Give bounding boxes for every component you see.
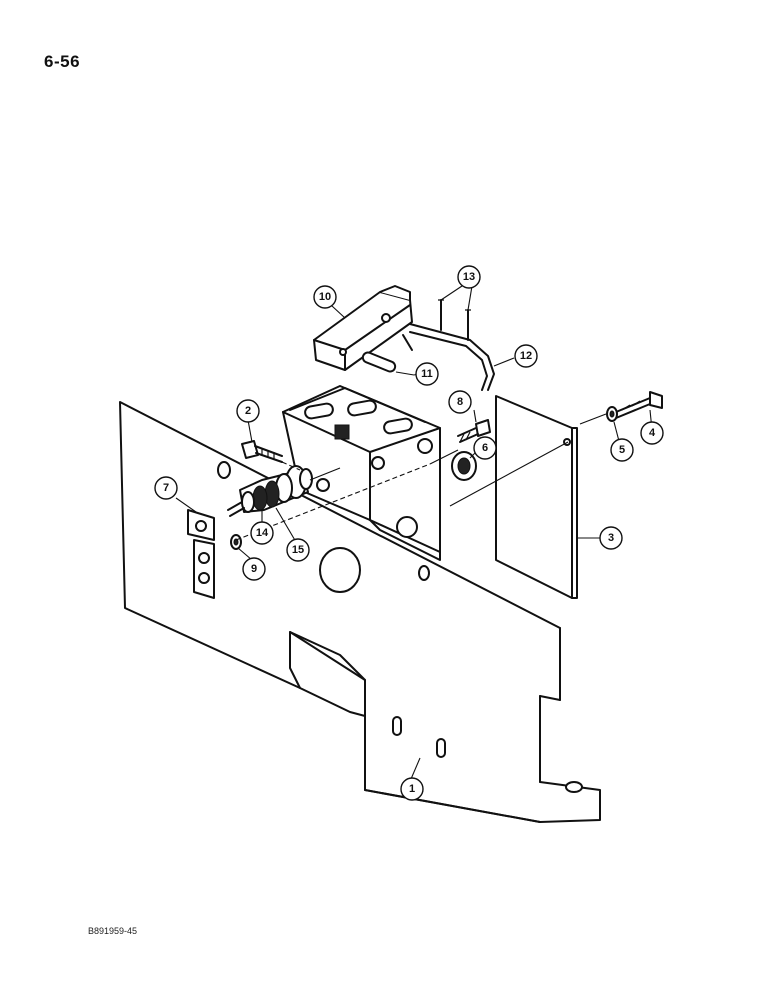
plate-slot	[565, 781, 583, 793]
plate-large-hole	[319, 547, 361, 593]
bolt-4	[615, 391, 663, 419]
svg-text:6: 6	[482, 442, 488, 454]
plate-hole	[217, 461, 231, 479]
svg-text:2: 2	[245, 405, 251, 417]
rectangular-plate	[495, 395, 578, 599]
callout-1: 1	[400, 777, 424, 801]
document-code: B891959-45	[88, 926, 138, 936]
svg-text:7: 7	[163, 482, 169, 494]
callout-11: 11	[415, 362, 439, 386]
callout-3: 3	[599, 526, 623, 550]
callout-8: 8	[448, 390, 472, 414]
bolt-2	[241, 440, 283, 463]
svg-text:1: 1	[409, 783, 415, 795]
washer-5	[606, 406, 618, 422]
svg-text:10: 10	[319, 291, 331, 303]
bent-rod	[409, 323, 495, 391]
callout-9: 9	[242, 557, 266, 581]
svg-text:9: 9	[251, 563, 257, 575]
svg-text:4: 4	[649, 427, 656, 439]
plate-slot	[392, 716, 402, 736]
callout-13: 13	[457, 265, 481, 289]
bolt-8	[457, 419, 491, 443]
svg-text:11: 11	[421, 368, 433, 380]
callout-15: 15	[286, 538, 310, 562]
callout-12: 12	[514, 344, 538, 368]
plate-hole	[418, 565, 430, 581]
pin	[361, 351, 415, 376]
cotter-pins	[438, 299, 471, 341]
mounting-plate	[119, 401, 601, 823]
svg-text:3: 3	[608, 532, 614, 544]
switch-assembly	[227, 465, 313, 517]
callout-2: 2	[236, 399, 260, 423]
grommet-6	[451, 451, 477, 481]
svg-text:12: 12	[520, 350, 532, 362]
svg-text:14: 14	[256, 527, 269, 539]
washer-9	[230, 534, 242, 550]
svg-text:15: 15	[292, 544, 304, 556]
svg-text:8: 8	[457, 396, 463, 408]
callout-6: 6	[473, 436, 497, 460]
callout-5: 5	[610, 438, 634, 462]
svg-text:5: 5	[619, 444, 625, 456]
upper-bracket	[313, 285, 413, 371]
callout-14: 14	[250, 521, 274, 545]
plate-slot	[436, 738, 446, 758]
callout-4: 4	[640, 421, 664, 445]
clip-plate	[187, 509, 215, 599]
svg-text:13: 13	[463, 271, 475, 283]
box-bracket	[282, 385, 441, 561]
callout-10: 10	[313, 285, 337, 309]
callout-7: 7	[154, 476, 178, 500]
page-number: 6-56	[44, 52, 81, 71]
